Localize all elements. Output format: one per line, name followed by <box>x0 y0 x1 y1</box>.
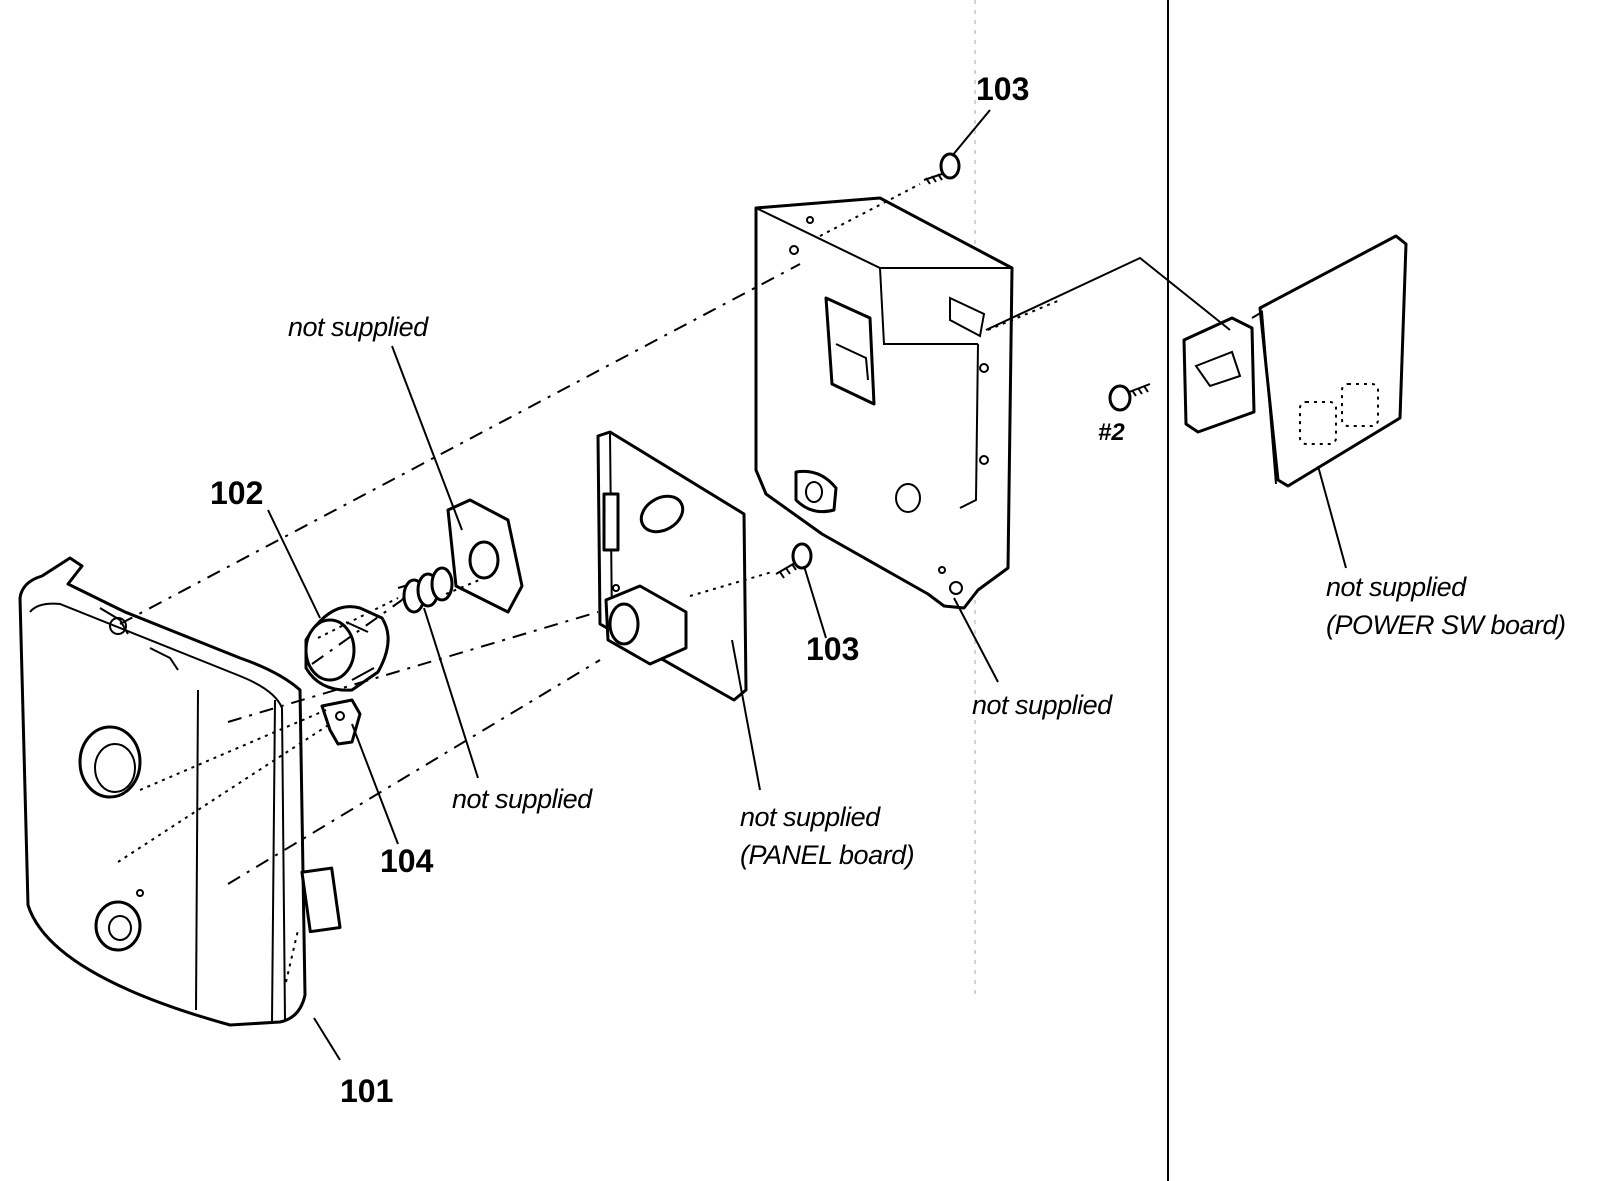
label-screw-2: #2 <box>1098 419 1125 446</box>
label-part-103-mid: 103 <box>806 631 859 667</box>
assembly-lines <box>117 183 1231 983</box>
main-bracket-part <box>754 196 1014 610</box>
label-part-103-top: 103 <box>976 71 1029 107</box>
label-power-sw-board: (POWER SW board) <box>1326 610 1566 640</box>
label-not-supplied-plate: not supplied <box>288 312 429 342</box>
label-panel-board: (PANEL board) <box>740 840 914 870</box>
leader-lines <box>267 109 1347 1061</box>
label-not-supplied-panel: not supplied <box>740 802 881 832</box>
label-not-supplied-bracket: not supplied <box>972 690 1113 720</box>
small-plate-part <box>446 498 524 614</box>
screw-103-top <box>923 152 961 185</box>
small-bracket-part-104 <box>320 698 362 746</box>
front-cover-part-101 <box>18 556 342 1027</box>
label-not-supplied-power: not supplied <box>1326 572 1467 602</box>
spring-part <box>397 566 454 614</box>
screw-103-mid <box>775 542 813 579</box>
power-sw-board-part <box>1182 234 1408 488</box>
label-part-104: 104 <box>380 843 434 879</box>
screw-2 <box>1108 383 1151 412</box>
panel-board-part <box>596 430 748 702</box>
label-not-supplied-spring: not supplied <box>452 784 593 814</box>
label-part-101: 101 <box>340 1073 393 1109</box>
label-part-102: 102 <box>210 475 263 511</box>
